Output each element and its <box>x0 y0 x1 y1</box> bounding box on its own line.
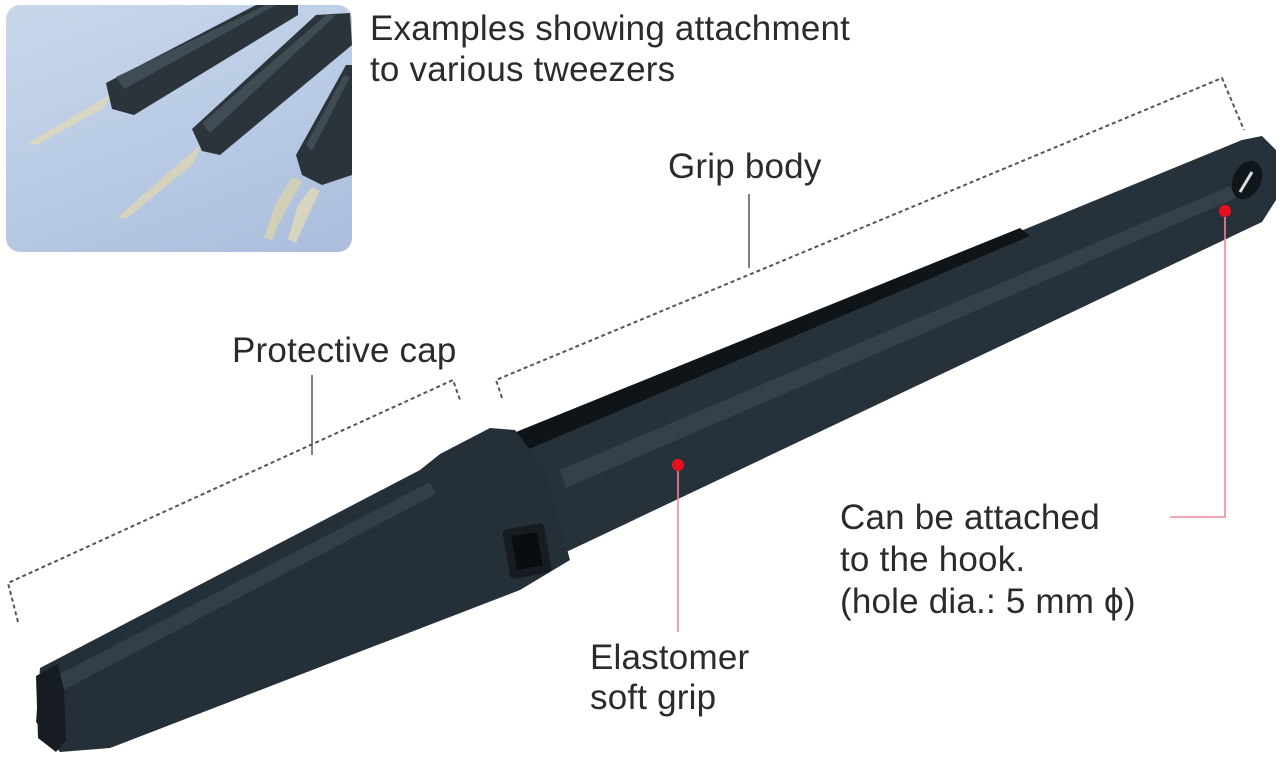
tweezer-examples-illustration <box>28 5 352 243</box>
protective-cap-bracket <box>6 378 461 623</box>
inset-caption-line-1: Examples showing attachment <box>370 9 851 48</box>
hook-hole-label-line-3: (hole dia.: 5 mm ϕ) <box>840 582 1136 621</box>
tweezer-example-2 <box>118 13 352 219</box>
inset-caption: Examples showing attachment to various t… <box>370 8 850 91</box>
hook-hole-label-line-2: to the hook. <box>840 540 1026 579</box>
hook-hole-leader <box>1170 212 1226 518</box>
grip-body-label-text: Grip body <box>668 147 822 186</box>
tweezer-product <box>36 136 1276 752</box>
soft-grip-label-line-1: Elastomer <box>590 638 750 677</box>
hook-hole-label: Can be attached to the hook. (hole dia.:… <box>840 497 1136 623</box>
protective-cap-label: Protective cap <box>232 330 457 371</box>
cap-highlight <box>48 482 436 694</box>
tweezer-example-3 <box>264 65 352 243</box>
soft-grip-marker <box>672 459 684 471</box>
grip-slot <box>516 228 1030 452</box>
soft-grip-label: Elastomer soft grip <box>590 638 749 718</box>
grip-body-label: Grip body <box>668 146 822 187</box>
grip-body-bracket <box>494 76 1245 399</box>
protective-cap-shape <box>36 428 570 752</box>
protective-cap-label-text: Protective cap <box>232 331 457 370</box>
tweezer-example-1 <box>28 5 298 145</box>
grip-highlight <box>560 186 1236 488</box>
cap-end-face <box>36 664 66 752</box>
inset-caption-line-2: to various tweezers <box>370 50 676 90</box>
soft-grip-label-line-2: soft grip <box>590 677 717 717</box>
tweezer-examples-inset <box>6 5 352 252</box>
hook-hole-marker <box>1219 205 1231 217</box>
hook-hole-label-line-1: Can be attached <box>840 498 1100 537</box>
